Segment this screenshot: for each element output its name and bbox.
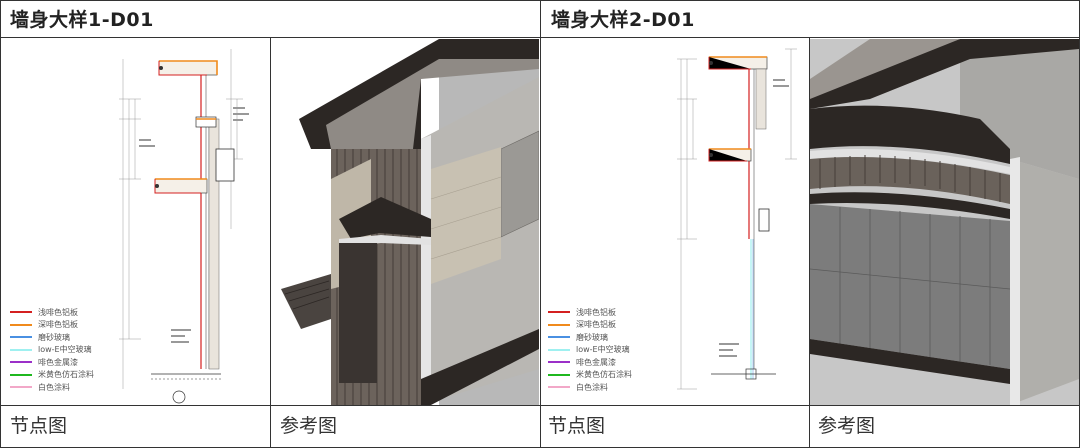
- legend-item: 磨砂玻璃: [10, 331, 94, 344]
- legend-item: 白色涂料: [548, 381, 632, 394]
- panel-2-title: 墙身大样2-D01: [540, 0, 1080, 38]
- panel-1-ref-caption: 参考图: [280, 415, 338, 437]
- legend-panel-1: 浅啡色铝板 深啡色铝板 磨砂玻璃 low-E中空玻璃 啡色金属漆 米黄色仿石涂料…: [10, 306, 94, 394]
- node-drawing-1: [1, 39, 269, 405]
- panel-2-node-caption: 节点图: [548, 415, 606, 437]
- legend-item: 米黄色仿石涂料: [10, 369, 94, 382]
- legend-item: 深啡色铝板: [548, 319, 632, 332]
- divider-1: [270, 38, 271, 448]
- legend-item: 啡色金属漆: [548, 356, 632, 369]
- legend-panel-2: 浅啡色铝板 深啡色铝板 磨砂玻璃 low-E中空玻璃 啡色金属漆 米黄色仿石涂料…: [548, 306, 632, 394]
- legend-item: 浅啡色铝板: [10, 306, 94, 319]
- legend-item: 浅啡色铝板: [548, 306, 632, 319]
- reference-render-1: [271, 39, 539, 405]
- legend-item: 米黄色仿石涂料: [548, 369, 632, 382]
- reference-render-2: [810, 39, 1079, 405]
- legend-item: 深啡色铝板: [10, 319, 94, 332]
- node-drawing-2: [541, 39, 808, 405]
- legend-item: low-E中空玻璃: [10, 344, 94, 357]
- panel-1-title: 墙身大样1-D01: [0, 0, 540, 38]
- panel-1-node-caption: 节点图: [10, 415, 68, 437]
- panel-2-ref-caption: 参考图: [818, 415, 876, 437]
- legend-item: 啡色金属漆: [10, 356, 94, 369]
- legend-item: 白色涂料: [10, 381, 94, 394]
- legend-item: low-E中空玻璃: [548, 344, 632, 357]
- legend-item: 磨砂玻璃: [548, 331, 632, 344]
- divider-2: [540, 0, 541, 448]
- caption-separator: [0, 405, 1080, 406]
- divider-3: [809, 38, 810, 448]
